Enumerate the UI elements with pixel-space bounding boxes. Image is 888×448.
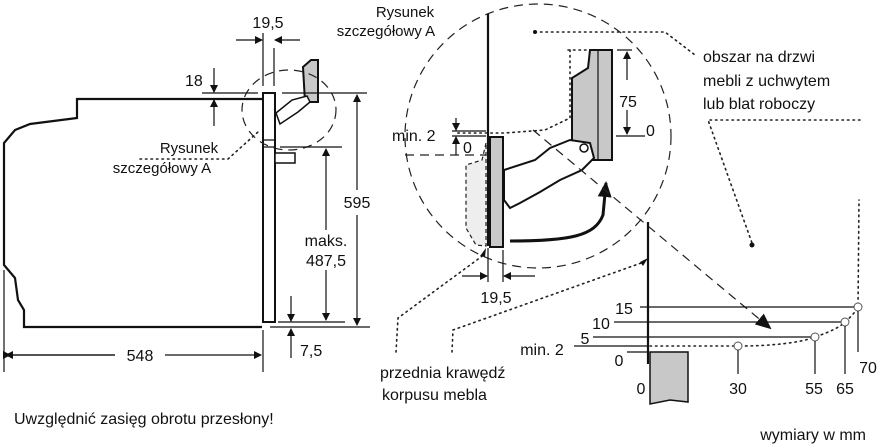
detail-ref-leader bbox=[139, 131, 259, 160]
furniture-area-line2: mebli z uchwytem bbox=[703, 73, 830, 90]
detail-ref-top-line1: Rysunek bbox=[376, 4, 435, 21]
door-thickness-label: 19,5 bbox=[480, 290, 511, 307]
furniture-block bbox=[649, 351, 689, 405]
detail-ref-line1: Rysunek bbox=[160, 140, 219, 157]
oven-door-lip bbox=[263, 139, 275, 148]
x-label-0: 0 bbox=[637, 381, 646, 398]
y-label-0: 0 bbox=[615, 353, 624, 370]
detail-circle-small bbox=[241, 69, 337, 151]
detail-ref-line2: szczegółowy A bbox=[113, 160, 211, 177]
oven-side-view: 548 595 maks. 487,5 7,5 18 19,5 Rysunek … bbox=[2, 4, 435, 372]
detail-circle-large bbox=[404, 3, 672, 269]
y-label-5: 5 bbox=[581, 331, 590, 348]
cabinet-dashed-outline bbox=[465, 142, 487, 247]
y-label-15: 15 bbox=[615, 301, 633, 318]
zero-left-label: 0 bbox=[463, 140, 472, 157]
handle-height-label: 75 bbox=[619, 94, 637, 111]
oven-door bbox=[262, 92, 276, 323]
oven-knob bbox=[274, 152, 296, 164]
x-label-70: 70 bbox=[859, 360, 877, 377]
dim-width-label: 548 bbox=[127, 348, 154, 365]
dim-max-label: maks. bbox=[305, 233, 348, 250]
clearance-chart: 15 10 5 min. 2 0 0 30 55 65 70 bbox=[520, 199, 877, 405]
front-edge-line1: przednia krawędź bbox=[380, 365, 505, 382]
units-note: wymiary w mm bbox=[759, 427, 866, 444]
detail-ref-top-line2: szczegółowy A bbox=[337, 23, 435, 40]
hand-large bbox=[503, 138, 596, 210]
rotation-warning: Uwzględnić zasięg obrotu przesłony! bbox=[14, 411, 274, 428]
door-panel-left bbox=[489, 136, 504, 248]
min-gap-label: min. 2 bbox=[392, 128, 436, 145]
y-label-10: 10 bbox=[592, 316, 610, 333]
dim-max-value: 487,5 bbox=[306, 253, 346, 270]
x-label-55: 55 bbox=[805, 381, 823, 398]
oven-body-outline bbox=[2, 97, 262, 329]
dim-bottom-label: 7,5 bbox=[300, 343, 322, 360]
x-label-30: 30 bbox=[729, 381, 747, 398]
dim-top-label: 18 bbox=[185, 73, 203, 90]
furniture-area-line1: obszar na drzwi bbox=[703, 49, 815, 66]
furniture-area-line3: lub blat roboczy bbox=[703, 96, 815, 113]
hand-small bbox=[275, 95, 311, 126]
dim-height-label: 595 bbox=[344, 195, 371, 212]
rotation-arrow bbox=[509, 181, 612, 243]
front-edge-line2: korpusu mebla bbox=[382, 387, 487, 404]
y-label-min2: min. 2 bbox=[520, 342, 564, 359]
x-label-65: 65 bbox=[836, 381, 854, 398]
detail-a: 75 0 min. 2 0 19,5 obszar na drzwi mebli… bbox=[380, 3, 861, 404]
handle-zero-label: 0 bbox=[646, 123, 655, 140]
dim-door-label: 19,5 bbox=[252, 15, 283, 32]
